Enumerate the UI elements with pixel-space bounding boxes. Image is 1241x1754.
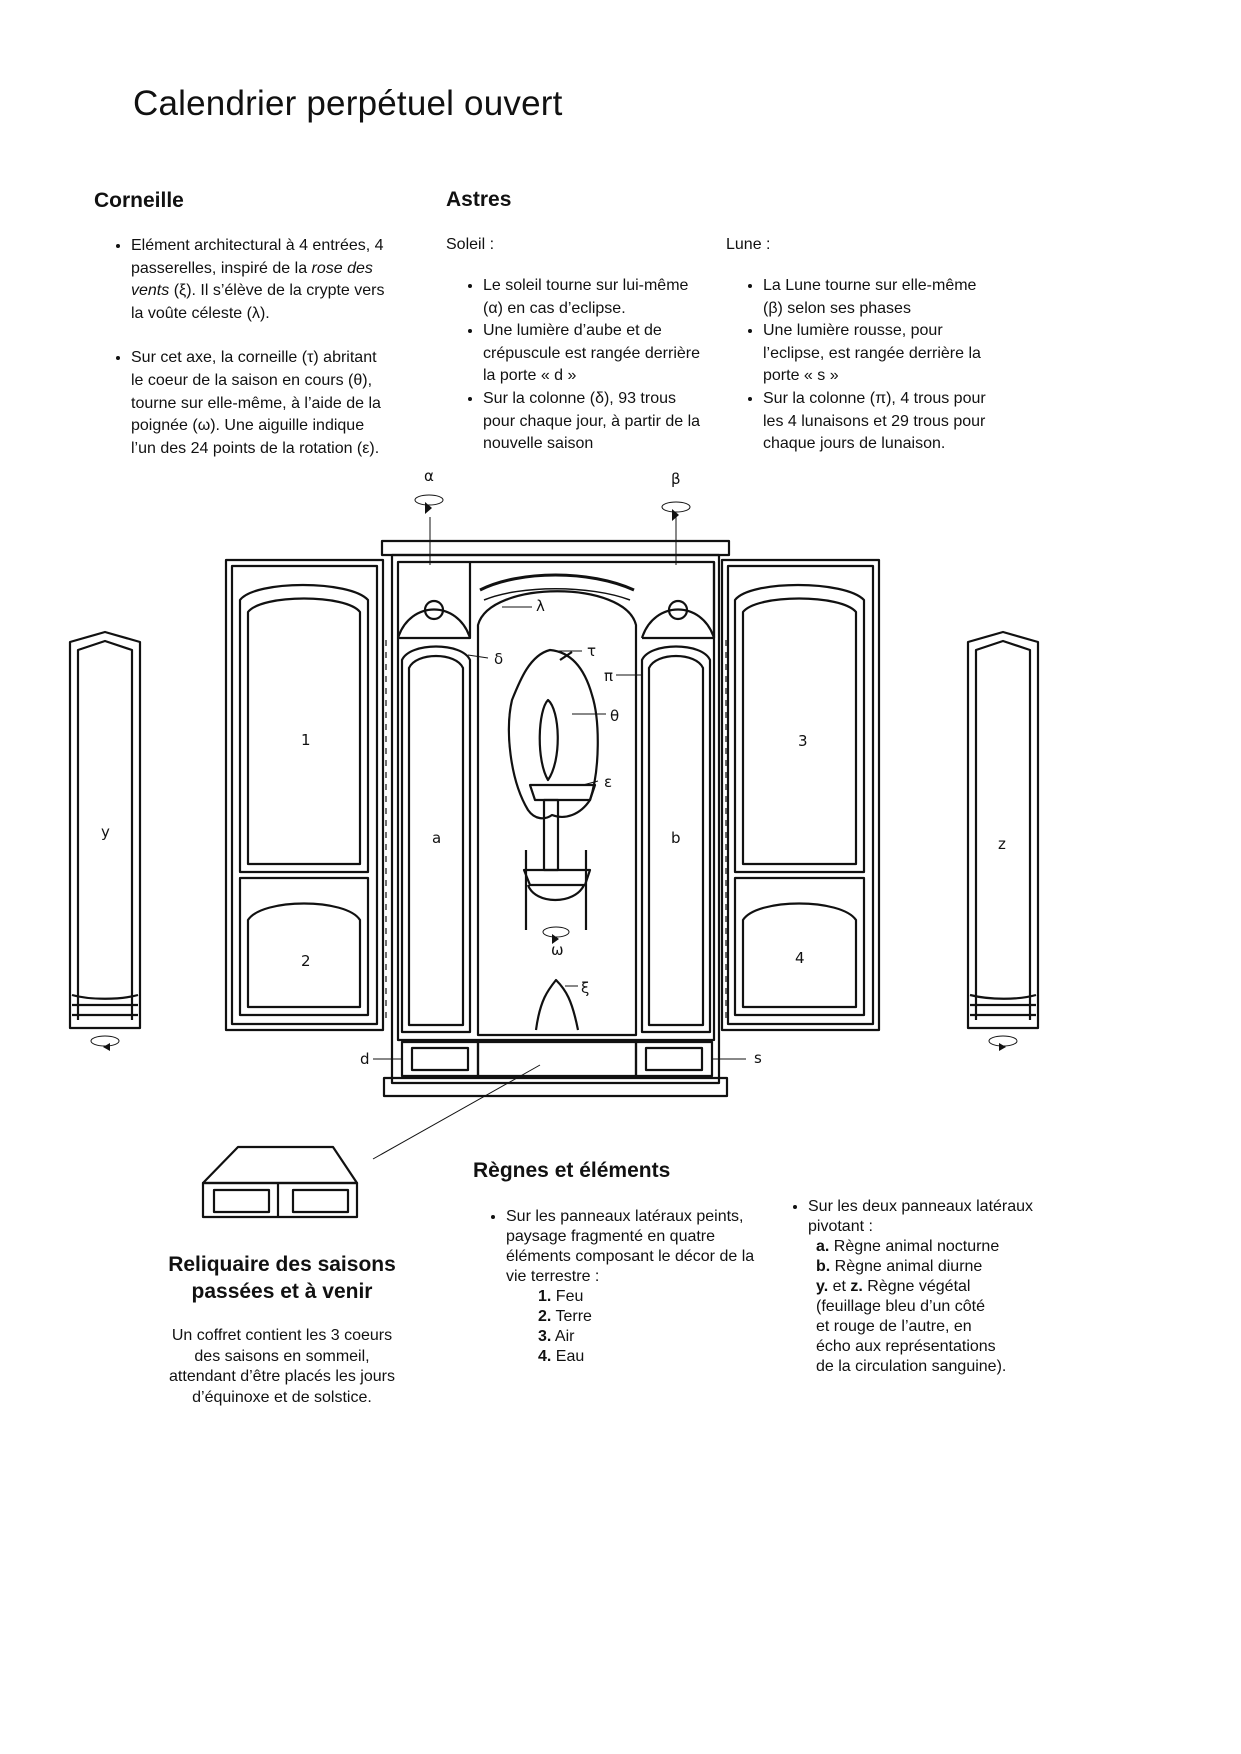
regnes-col2-list: Sur les deux panneaux latéraux pivotant … bbox=[768, 1197, 1058, 1377]
regnes-keys: a. Règne animal nocturne b. Règne animal… bbox=[808, 1237, 1058, 1377]
reliquary-pointer bbox=[372, 1064, 541, 1160]
soleil-label: Soleil : bbox=[446, 236, 495, 253]
key-a: a. Règne animal nocturne bbox=[816, 1238, 1000, 1255]
label-omega: ω bbox=[551, 941, 564, 959]
right-door bbox=[720, 558, 881, 1032]
left-door bbox=[224, 558, 385, 1032]
astres-heading: Astres bbox=[446, 188, 512, 211]
key-yz-line: écho aux représentations bbox=[816, 1338, 996, 1355]
panel-z bbox=[966, 630, 1040, 1030]
central-cabinet bbox=[380, 539, 731, 1098]
crow-figure bbox=[507, 648, 599, 1031]
soleil-text: Le soleil tourne sur lui-même (α) en cas… bbox=[441, 275, 709, 456]
rotation-markers bbox=[90, 494, 1018, 1047]
corneille-heading: Corneille bbox=[94, 189, 184, 212]
element-item-1: 1. Feu bbox=[538, 1288, 584, 1305]
soleil-item-2: Une lumière d’aube et de crépuscule est … bbox=[483, 320, 709, 388]
corneille-item-1: Elément architectural à 4 entrées, 4 pas… bbox=[131, 235, 389, 325]
label-tau: τ bbox=[587, 642, 596, 660]
label-panel-1: 1 bbox=[301, 731, 311, 749]
label-panel-4: 4 bbox=[795, 949, 805, 967]
lune-item-2: Une lumière rousse, pour l’eclipse, est … bbox=[763, 320, 989, 388]
regnes-col1-list: Sur les panneaux latéraux peints, paysag… bbox=[466, 1207, 756, 1367]
corneille-text: Elément architectural à 4 entrées, 4 pas… bbox=[89, 235, 389, 460]
reliquaire-heading-line2: passées et à venir bbox=[191, 1280, 373, 1303]
panel-y bbox=[68, 630, 142, 1030]
lune-text: La Lune tourne sur elle-même (β) selon s… bbox=[721, 275, 989, 456]
label-epsilon: ε bbox=[604, 773, 612, 791]
key-yz-line: et rouge de l’autre, en bbox=[816, 1318, 972, 1335]
element-item-3: 3. Air bbox=[538, 1328, 575, 1345]
elements-list: 1. Feu 2. Terre 3. Air 4. Eau bbox=[506, 1287, 756, 1367]
rotation-arrows bbox=[103, 502, 1006, 1051]
label-a: a bbox=[432, 829, 441, 847]
soleil-item-1: Le soleil tourne sur lui-même (α) en cas… bbox=[483, 275, 709, 320]
key-yz: y. et z. Règne végétal bbox=[816, 1278, 971, 1295]
page-title: Calendrier perpétuel ouvert bbox=[133, 84, 563, 123]
reliquaire-line: attendant d’être placés les jours bbox=[169, 1368, 395, 1385]
regnes-col1-text: Sur les panneaux latéraux peints, paysag… bbox=[506, 1208, 755, 1285]
regnes-col2-item: Sur les deux panneaux latéraux pivotant … bbox=[808, 1197, 1058, 1377]
label-delta: δ bbox=[494, 650, 503, 668]
element-item-2: 2. Terre bbox=[538, 1308, 592, 1325]
label-panel-3: 3 bbox=[798, 732, 808, 750]
label-z: z bbox=[998, 835, 1006, 853]
reliquary-box bbox=[201, 1145, 359, 1219]
lune-item-1: La Lune tourne sur elle-même (β) selon s… bbox=[763, 275, 989, 320]
label-s: s bbox=[754, 1049, 762, 1067]
label-pi: π bbox=[604, 667, 613, 685]
lune-item-3: Sur la colonne (π), 4 trous pour les 4 l… bbox=[763, 388, 989, 456]
regnes-col2: Sur les deux panneaux latéraux pivotant … bbox=[768, 1197, 1058, 1377]
soleil-list: Le soleil tourne sur lui-même (α) en cas… bbox=[441, 275, 709, 456]
reliquaire-heading: Reliquaire des saisons passées et à veni… bbox=[142, 1251, 422, 1305]
regnes-col2-intro: Sur les deux panneaux latéraux pivotant … bbox=[808, 1198, 1034, 1235]
label-alpha: α bbox=[424, 467, 434, 485]
lune-label: Lune : bbox=[726, 236, 771, 253]
leader-lines bbox=[373, 517, 746, 1060]
label-beta: β bbox=[671, 470, 681, 488]
lune-list: La Lune tourne sur elle-même (β) selon s… bbox=[721, 275, 989, 456]
key-yz-line: de la circulation sanguine). bbox=[816, 1358, 1007, 1375]
reliquaire-text: Un coffret contient les 3 coeurs des sai… bbox=[142, 1326, 422, 1408]
regnes-col1-item: Sur les panneaux latéraux peints, paysag… bbox=[506, 1207, 756, 1367]
label-d: d bbox=[360, 1050, 370, 1068]
label-panel-2: 2 bbox=[301, 952, 311, 970]
label-xi: ξ bbox=[581, 979, 589, 997]
corneille-list: Elément architectural à 4 entrées, 4 pas… bbox=[89, 235, 389, 460]
reliquaire-line: des saisons en sommeil, bbox=[194, 1347, 370, 1365]
soleil-item-3: Sur la colonne (δ), 93 trous pour chaque… bbox=[483, 388, 709, 456]
reliquaire-line: d’équinoxe et de solstice. bbox=[192, 1388, 372, 1406]
regnes-heading: Règnes et éléments bbox=[473, 1159, 671, 1182]
reliquaire-line: Un coffret contient les 3 coeurs bbox=[171, 1327, 393, 1344]
regnes-col1: Sur les panneaux latéraux peints, paysag… bbox=[466, 1207, 756, 1367]
label-b: b bbox=[671, 829, 681, 847]
element-item-4: 4. Eau bbox=[538, 1348, 585, 1365]
label-theta: θ bbox=[610, 707, 619, 725]
label-y: y bbox=[101, 823, 110, 841]
reliquaire-heading-line1: Reliquaire des saisons bbox=[168, 1253, 396, 1276]
corneille-item-2: Sur cet axe, la corneille (τ) abritant l… bbox=[131, 347, 389, 460]
key-yz-line: (feuillage bleu d’un côté bbox=[816, 1298, 986, 1315]
key-b: b. Règne animal diurne bbox=[816, 1258, 983, 1275]
label-lambda: λ bbox=[536, 597, 545, 615]
